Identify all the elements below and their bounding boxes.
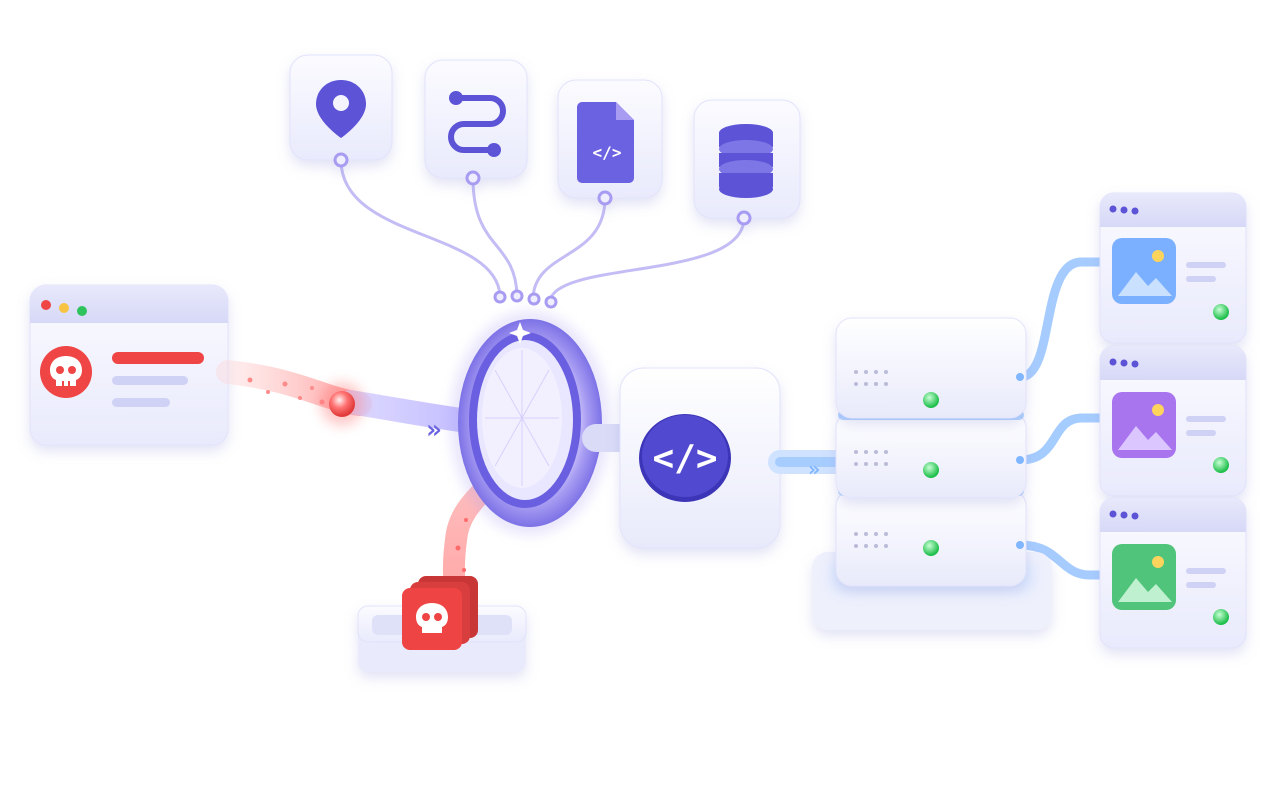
output-window-3 (1099, 497, 1247, 649)
server-port-nodes (1016, 373, 1024, 549)
server-stack (812, 317, 1052, 630)
code-brackets-icon: </> (652, 438, 717, 479)
output-window-2 (1099, 345, 1247, 497)
flow-arrow: » (808, 457, 820, 481)
server-output-links (1015, 257, 1111, 580)
skull-icon (416, 603, 448, 633)
wire-location (339, 159, 502, 296)
code-file-glyph: </> (593, 143, 622, 162)
status-light-online (1213, 609, 1229, 625)
flow-arrow: » (426, 415, 442, 445)
server-unit-1 (835, 317, 1027, 419)
text-line (112, 398, 170, 407)
status-light-online (1213, 304, 1229, 320)
top-connector-wires (339, 159, 746, 301)
wire-database (548, 217, 746, 301)
gateway-connector-nodes (493, 289, 558, 309)
processor-to-server-pipe: » (768, 450, 852, 481)
source-tile-route (424, 59, 528, 186)
threat-alert-bar (112, 352, 204, 364)
skull-icon (40, 346, 92, 398)
database-icon (719, 124, 773, 198)
output-window-1 (1099, 192, 1247, 344)
window-dot-yellow (59, 303, 69, 313)
server-unit-2 (835, 411, 1027, 499)
source-tile-location (289, 54, 393, 168)
wire-code-file (531, 197, 607, 299)
quarantined-items (402, 576, 478, 650)
status-light-online (923, 392, 939, 408)
code-processor: </> (619, 367, 781, 549)
window-dot-green (77, 306, 87, 316)
status-light-online (923, 462, 939, 478)
gateway-portal (450, 311, 610, 535)
image-icon (1112, 544, 1176, 610)
code-file-icon: </> (577, 102, 634, 183)
shield-portal-icon (485, 350, 559, 486)
window-dot-red (41, 300, 51, 310)
route-icon (448, 95, 506, 153)
threat-source-window (29, 284, 229, 446)
wire-route (471, 177, 519, 296)
server-unit-3 (835, 489, 1027, 587)
source-tile-database (693, 99, 801, 226)
image-icon (1112, 392, 1176, 458)
status-light-online (1213, 457, 1229, 473)
threat-particles (247, 377, 325, 405)
threat-orb (320, 382, 364, 426)
location-pin-icon (316, 80, 366, 138)
text-line (112, 376, 188, 385)
status-light-online (923, 540, 939, 556)
image-icon (1112, 238, 1176, 304)
source-tile-code-file: </> (557, 79, 663, 206)
